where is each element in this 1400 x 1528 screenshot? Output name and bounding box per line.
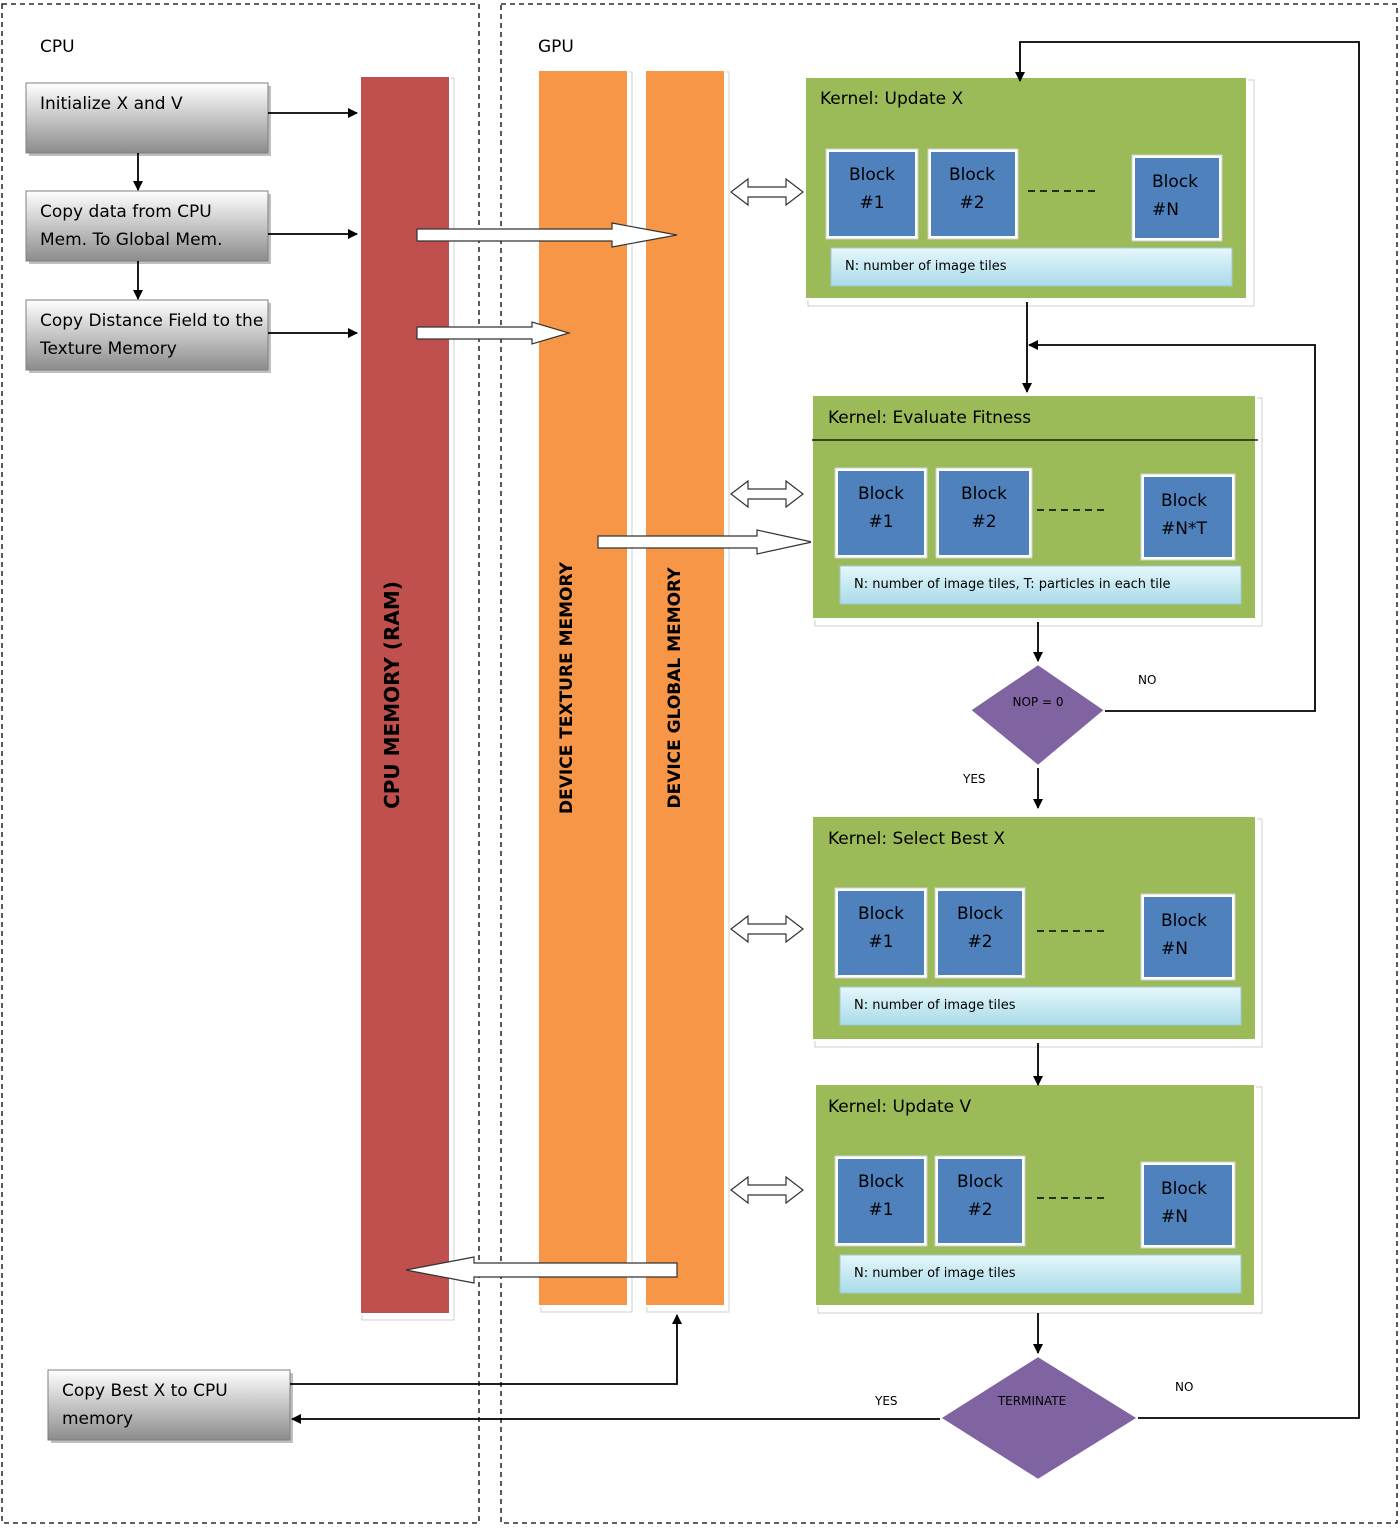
arrow-copy-best-to-global (290, 1314, 682, 1385)
kernel-note-box (839, 1254, 1242, 1294)
decision-terminate-label: TERMINATE (997, 1394, 1066, 1408)
block-label: Block (858, 1172, 904, 1192)
block-card: Block #N (1131, 154, 1223, 242)
step-initialize: Initialize X and V (25, 82, 271, 156)
cpu-region-label: CPU (40, 37, 75, 57)
gpu-region-label: GPU (538, 37, 574, 57)
step-copy-best: Copy Best X to CPU memory (47, 1369, 293, 1443)
step-copy-distance-line-1: Copy Distance Field to the (40, 311, 263, 331)
kernel-note-box (839, 565, 1242, 605)
global-memory-label: DEVICE GLOBAL MEMORY (665, 567, 685, 809)
kernel-update-v: Kernel: Update V Block #1 Block #2 Block… (814, 1083, 1263, 1314)
texture-memory-bar (537, 69, 629, 1307)
block-number: #1 (859, 193, 884, 213)
cpu-memory-bar (359, 75, 451, 1315)
transfer-arrow-texture-to-fitness (597, 529, 813, 555)
block-card: Block #2 (934, 1155, 1026, 1247)
kernel-select-best-title: Kernel: Select Best X (828, 829, 1005, 849)
double-arrow-update-x (730, 177, 804, 207)
decision-nop-label: NOP = 0 (1013, 695, 1064, 709)
block-label: Block (1161, 1179, 1207, 1199)
step-copy-data: Copy data from CPU Mem. To Global Mem. (25, 190, 271, 264)
block-label: Block (1161, 491, 1207, 511)
kernel-select-best: Kernel: Select Best X Block #1 Block #2 … (811, 815, 1263, 1048)
block-label: Block (1152, 172, 1198, 192)
block-card: Block #N (1140, 893, 1236, 981)
block-card: Block #2 (935, 467, 1033, 559)
step-copy-data-line-1: Copy data from CPU (40, 202, 212, 222)
edge-label-nop-yes: YES (962, 772, 986, 786)
step-initialize-line-1: Initialize X and V (40, 94, 183, 114)
gpu-region-border (500, 3, 1398, 1524)
transfer-arrow-ram-to-texture (416, 321, 572, 345)
block-label: Block (858, 904, 904, 924)
block-number: #2 (971, 512, 996, 532)
block-card: Block #1 (834, 1155, 928, 1247)
kernel-evaluate-fitness-title: Kernel: Evaluate Fitness (828, 408, 1031, 428)
kernel-note-box (839, 986, 1242, 1026)
block-number: #N (1161, 939, 1188, 959)
block-label: Block (858, 484, 904, 504)
block-number: #N (1161, 1207, 1188, 1227)
arrow-terminate-no-loop (1015, 41, 1360, 1419)
block-number: #2 (959, 193, 984, 213)
kernel-update-x: Kernel: Update X Block #1 Block #2 Block… (804, 76, 1255, 307)
block-label: Block (1161, 911, 1207, 931)
step-copy-distance-line-2: Texture Memory (39, 339, 177, 359)
block-number: #1 (868, 932, 893, 952)
kernel-update-v-note: N: number of image tiles (854, 1266, 1016, 1281)
block-label: Block (949, 165, 995, 185)
arrow-nop-no-loop (1028, 340, 1316, 712)
block-number: #2 (967, 932, 992, 952)
kernel-update-x-title: Kernel: Update X (820, 89, 964, 109)
double-arrow-fitness (730, 479, 804, 509)
block-card: Block #1 (825, 148, 919, 240)
kernel-evaluate-fitness-note: N: number of image tiles, T: particles i… (854, 577, 1171, 592)
decision-nop-diamond (968, 662, 1107, 768)
step-copy-best-line-2: memory (62, 1409, 133, 1429)
block-number: #N*T (1161, 519, 1207, 539)
edge-label-terminate-no: NO (1175, 1380, 1193, 1394)
block-card: Block #N*T (1140, 473, 1236, 561)
block-card: Block #1 (834, 887, 928, 979)
block-number: #2 (967, 1200, 992, 1220)
step-copy-distance: Copy Distance Field to the Texture Memor… (25, 299, 271, 373)
block-label: Block (957, 904, 1003, 924)
double-arrow-select-best (730, 914, 804, 944)
step-copy-best-line-1: Copy Best X to CPU (62, 1381, 228, 1401)
kernel-evaluate-fitness: Kernel: Evaluate Fitness Block #1 Block … (811, 394, 1263, 627)
block-card: Block #1 (834, 467, 928, 559)
edge-label-terminate-yes: YES (874, 1394, 898, 1408)
cpu-region-border (1, 3, 480, 1524)
texture-memory-label: DEVICE TEXTURE MEMORY (557, 561, 577, 814)
kernel-update-v-title: Kernel: Update V (828, 1097, 972, 1117)
transfer-arrow-global-to-ram (405, 1256, 678, 1284)
cpu-memory-label: CPU MEMORY (RAM) (380, 581, 404, 809)
block-card: Block #N (1140, 1161, 1236, 1249)
block-label: Block (849, 165, 895, 185)
transfer-arrow-ram-to-global (416, 222, 678, 248)
kernel-note-box (830, 247, 1233, 287)
block-card: Block #2 (934, 887, 1026, 979)
decision-terminate-diamond (938, 1354, 1140, 1482)
kernel-update-x-note: N: number of image tiles (845, 259, 1007, 274)
kernel-select-best-note: N: number of image tiles (854, 998, 1016, 1013)
block-card: Block #2 (927, 148, 1019, 240)
block-label: Block (957, 1172, 1003, 1192)
block-number: #N (1152, 200, 1179, 220)
double-arrow-update-v (730, 1175, 804, 1205)
block-label: Block (961, 484, 1007, 504)
global-memory-bar (644, 69, 726, 1307)
edge-label-nop-no: NO (1138, 673, 1156, 687)
step-copy-data-line-2: Mem. To Global Mem. (40, 230, 223, 250)
block-number: #1 (868, 1200, 893, 1220)
block-number: #1 (868, 512, 893, 532)
